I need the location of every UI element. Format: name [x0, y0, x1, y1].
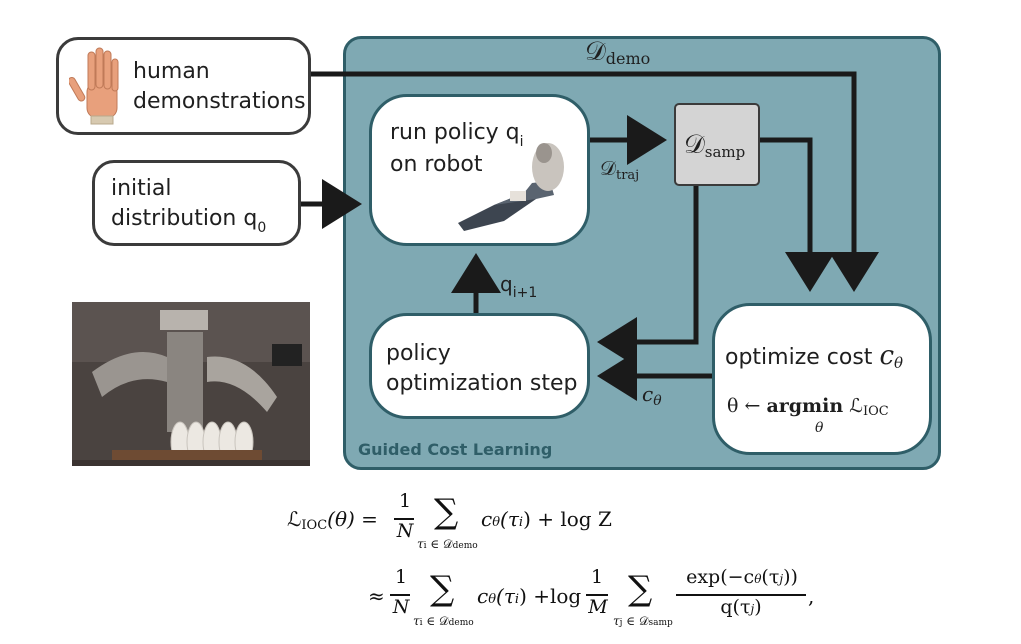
d-samp-box: 𝒟samp — [674, 103, 760, 186]
eq1-lhs: ℒIOC(θ) = — [287, 507, 378, 533]
policy-label: policy — [386, 341, 451, 366]
human-label: human — [133, 59, 210, 84]
eq2-sum: ∑ — [430, 569, 455, 609]
argmin-variable: θ — [815, 420, 824, 436]
eq2-frac3-num: 1 — [590, 566, 604, 588]
initial-label: initial — [111, 176, 172, 201]
argmin-rule: θ ← argmin ℒIOC — [727, 395, 889, 419]
on-robot-label: on robot — [390, 152, 483, 177]
eq2-frac4-line — [676, 594, 806, 596]
eq1-frac-line — [394, 518, 414, 520]
c-theta-label: cθ — [642, 382, 662, 409]
optimize-cost-node: optimize cost cθ θ ← argmin ℒIOC θ — [712, 303, 932, 455]
initial-distribution-box: initial distribution q0 — [92, 160, 301, 246]
run-policy-node: run policy qi on robot — [369, 94, 590, 246]
robot-photo — [72, 302, 310, 466]
eq1-frac-den: N — [396, 520, 414, 542]
optimization-step-label: optimization step — [386, 371, 578, 396]
eq2-frac-line — [390, 594, 410, 596]
eq2-frac-num: 1 — [394, 566, 408, 588]
eq2-frac3-line — [586, 594, 608, 596]
eq1-term: cθ(τi) + log Z — [481, 507, 612, 531]
eq2-frac4-den: q(τj) — [720, 596, 762, 618]
eq2-sum3-sub: τj ∈ 𝒟samp — [613, 614, 673, 628]
eq2-approx: ≈ — [368, 584, 385, 608]
optimize-cost-label: optimize cost cθ — [725, 341, 904, 372]
eq2-sum3: ∑ — [628, 569, 653, 609]
eq1-sum: ∑ — [434, 492, 459, 532]
d-traj-label: 𝒟traj — [600, 156, 640, 183]
eq2-term: cθ(τi) +log — [477, 584, 582, 608]
d-demo-label: 𝒟demo — [585, 37, 651, 68]
panel-label: Guided Cost Learning — [358, 440, 553, 459]
human-demonstrations-box: human demonstrations — [56, 37, 311, 135]
hand-icon — [69, 47, 119, 125]
policy-optimization-node: policy optimization step — [369, 313, 590, 419]
d-samp-label: 𝒟samp — [684, 130, 746, 161]
eq2-sum-sub: τi ∈ 𝒟demo — [413, 614, 474, 628]
demonstrations-label: demonstrations — [133, 89, 306, 114]
distribution-label: distribution q0 — [111, 206, 267, 236]
robot-arm-image — [458, 143, 564, 231]
eq2-frac3-den: M — [588, 596, 608, 618]
q-next-label: qi+1 — [500, 272, 538, 301]
eq2-frac4-num: exp(−cθ(τj)) — [686, 566, 798, 588]
eq1-sum-sub: τi ∈ 𝒟demo — [417, 537, 478, 551]
eq1-frac-num: 1 — [398, 490, 412, 512]
run-policy-label: run policy qi — [390, 120, 524, 150]
eq2-frac-den: N — [392, 596, 410, 618]
eq2-trailing-comma: , — [808, 584, 815, 608]
